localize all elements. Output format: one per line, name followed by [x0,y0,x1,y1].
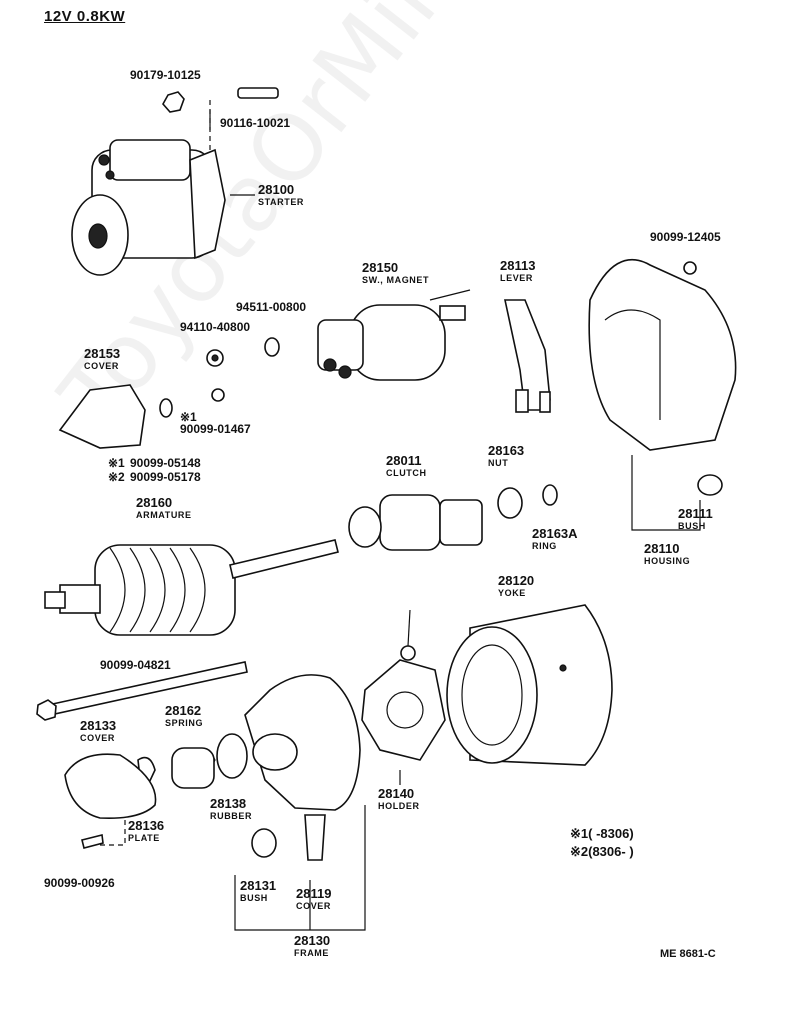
label-94511-00800: 94511-00800 [236,300,307,314]
label-90099-05178: 90099-05178 [130,470,201,484]
clutch-drawing [348,484,558,551]
label-90179-10125: 90179-10125 [130,68,201,82]
small-hardware-drawing [159,337,280,418]
label-90099-01467: 90099-01467 [180,422,251,436]
holder-drawing [361,609,446,761]
diagram-code: ME 8681-C [660,948,716,960]
mark-washer-1: ※1 [108,456,125,470]
label-90099-04821: 90099-04821 [100,658,171,672]
lever-drawing [504,299,551,413]
label-94110-40800: 94110-40800 [180,320,251,334]
frame-drawing [244,674,361,861]
label-90099-05148: 90099-05148 [130,456,201,470]
end-parts-drawing [64,733,248,849]
nut-stud-drawing [162,87,279,150]
label-90116-10021: 90116-10021 [220,116,291,130]
label-90099-00926: 90099-00926 [44,876,115,890]
label-90099-12405: 90099-12405 [650,230,721,244]
mark-nut-c: ※1 [180,410,197,424]
sw-cover-drawing [58,384,146,449]
starter-drawing [71,139,226,276]
mark-washer-2: ※2 [108,470,125,484]
armature-drawing [44,539,339,636]
note-1: ※1( -8306) [570,826,634,841]
housing-drawing [588,258,737,496]
through-bolt-drawing [36,661,248,721]
note-2: ※2(8306- ) [570,844,634,859]
sw-magnet-drawing [317,289,471,381]
yoke-drawing [446,604,613,766]
leader-lines [100,110,701,931]
diagram-header: 12V 0.8KW [44,8,126,25]
